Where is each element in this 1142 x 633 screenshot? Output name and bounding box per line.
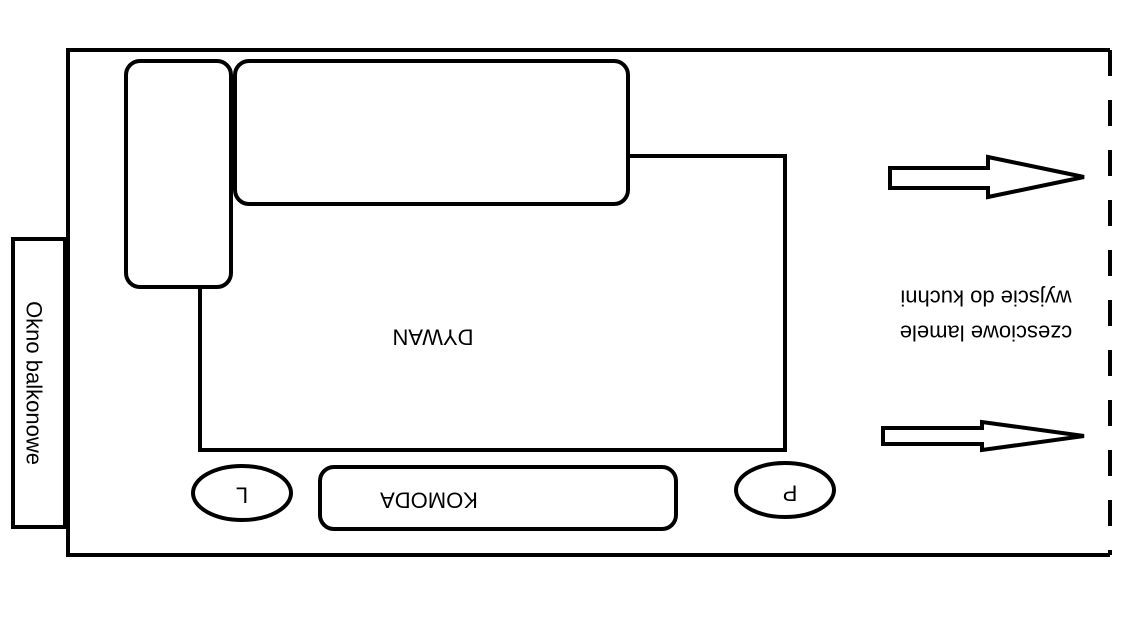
exit-arrow-bottom [881, 419, 1085, 453]
right-item [734, 461, 836, 519]
rug-label: DYWAN [392, 325, 473, 350]
exit-text-line1: wyjscie do kuchni [900, 286, 1072, 311]
sofa-side [124, 59, 233, 289]
dresser [318, 465, 678, 531]
exit-text-line2: czesciowe lamele [900, 321, 1072, 346]
balcony-window-label: Okno balkonowe [22, 301, 47, 465]
dresser-label: KOMODA [380, 488, 478, 513]
right-item-label: P [783, 481, 798, 506]
room-wall [66, 48, 1110, 557]
left-item-label: L [236, 483, 248, 508]
left-item [191, 464, 293, 522]
sofa-main [233, 59, 630, 206]
balcony-window [11, 237, 67, 529]
exit-arrow-top [888, 154, 1085, 200]
